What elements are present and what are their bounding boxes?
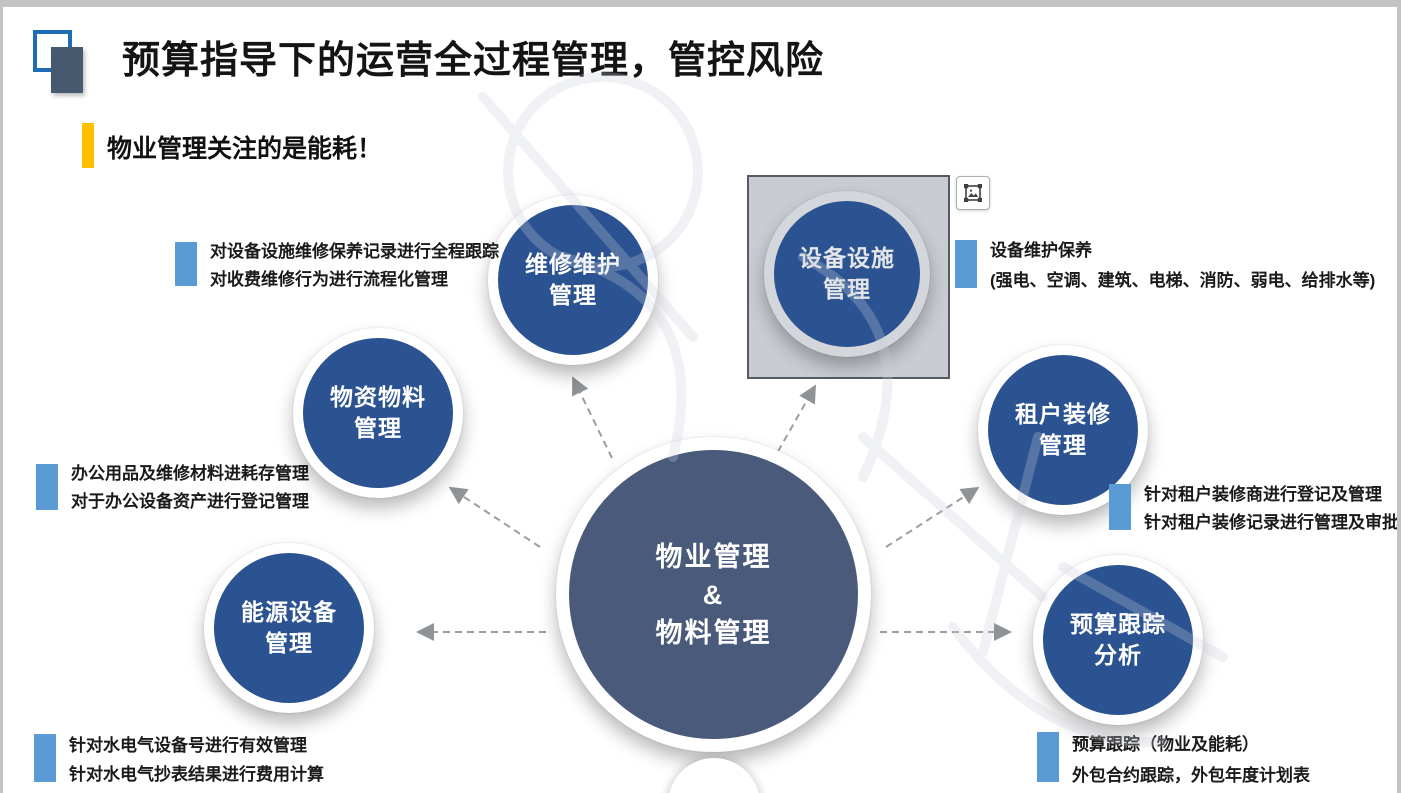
node-label-line: 维修维护	[525, 251, 621, 277]
annotation-tenant-renovation: 针对租户装修商进行登记及管理 针对租户装修记录进行管理及审批	[1109, 481, 1397, 537]
annotation-line: 针对租户装修记录进行管理及审批	[1144, 513, 1397, 532]
center-label-line: 物业管理	[655, 541, 772, 572]
annotation-line: 针对水电气抄表结果进行费用计算	[69, 765, 324, 784]
center-label-line: &	[702, 579, 725, 610]
bullet-bar	[175, 242, 197, 286]
picture-icon	[964, 184, 982, 202]
picture-icon-button[interactable]	[956, 176, 990, 210]
annotation-energy: 针对水电气设备号进行有效管理 针对水电气抄表结果进行费用计算	[34, 731, 324, 789]
subtitle: 物业管理关注的是能耗！	[107, 135, 383, 163]
annotation-line: 对设备设施维修保养记录进行全程跟踪	[210, 242, 499, 261]
annotation-line: 针对租户装修商进行登记及管理	[1144, 485, 1382, 504]
node-facilities-circle: 设备设施 管理	[764, 191, 930, 357]
node-materials-circle: 物资物料 管理	[293, 328, 463, 498]
decor-circle	[668, 758, 760, 793]
annotation-line: 设备维护保养	[990, 241, 1092, 260]
node-label-line: 设备设施	[799, 245, 895, 271]
node-label-line: 租户装修	[1015, 401, 1111, 427]
annotation-line: 对于办公设备资产进行登记管理	[71, 492, 309, 511]
slide-canvas: 预算指导下的运营全过程管理，管控风险 物业管理关注的是能耗！ 维修维护 管理 设…	[3, 7, 1397, 793]
bullet-bar	[1037, 732, 1059, 782]
annotation-line: (强电、空调、建筑、电梯、消防、弱电、给排水等)	[990, 271, 1376, 290]
bullet-bar	[36, 464, 58, 510]
node-label-line: 管理	[354, 415, 402, 441]
node-label-line: 分析	[1094, 642, 1142, 668]
annotation-budget: 预算跟踪（物业及能耗） 外包合约跟踪，外包年度计划表	[1037, 729, 1310, 791]
node-label-line: 管理	[265, 630, 313, 656]
arrow-to-tenant	[885, 486, 980, 548]
arrow-to-materials	[448, 486, 541, 548]
node-label-line: 能源设备	[241, 599, 337, 625]
node-label-line: 管理	[823, 276, 871, 302]
title-logo-filled-square	[51, 47, 83, 93]
annotation-line: 预算跟踪（物业及能耗）	[1072, 735, 1259, 754]
annotation-line: 外包合约跟踪，外包年度计划表	[1072, 766, 1310, 785]
annotation-materials: 办公用品及维修材料进耗存管理 对于办公设备资产进行登记管理	[36, 460, 309, 516]
node-label-line: 物资物料	[330, 384, 426, 410]
center-circle: 物业管理 & 物料管理	[556, 437, 871, 752]
node-label-line: 管理	[1039, 432, 1087, 458]
node-budget-circle: 预算跟踪 分析	[1033, 555, 1203, 725]
subtitle-accent-bar	[82, 123, 94, 168]
arrow-to-maintenance	[572, 376, 613, 459]
bullet-bar	[955, 240, 977, 288]
bullet-bar	[1109, 484, 1131, 530]
node-label-line: 管理	[549, 282, 597, 308]
page-title: 预算指导下的运营全过程管理，管控风险	[122, 40, 825, 82]
center-label-line: 物料管理	[655, 617, 772, 648]
node-label-line: 预算跟踪	[1070, 611, 1166, 637]
annotation-maintenance: 对设备设施维修保养记录进行全程跟踪 对收费维修行为进行流程化管理	[175, 238, 499, 294]
node-energy-circle: 能源设备 管理	[204, 543, 374, 713]
bullet-bar	[34, 734, 56, 782]
annotation-line: 办公用品及维修材料进耗存管理	[71, 464, 309, 483]
annotation-line: 针对水电气设备号进行有效管理	[69, 736, 307, 755]
node-maintenance-circle: 维修维护 管理	[488, 195, 658, 365]
annotation-line: 对收费维修行为进行流程化管理	[210, 270, 448, 289]
annotation-facilities: 设备维护保养 (强电、空调、建筑、电梯、消防、弱电、给排水等)	[955, 236, 1375, 296]
